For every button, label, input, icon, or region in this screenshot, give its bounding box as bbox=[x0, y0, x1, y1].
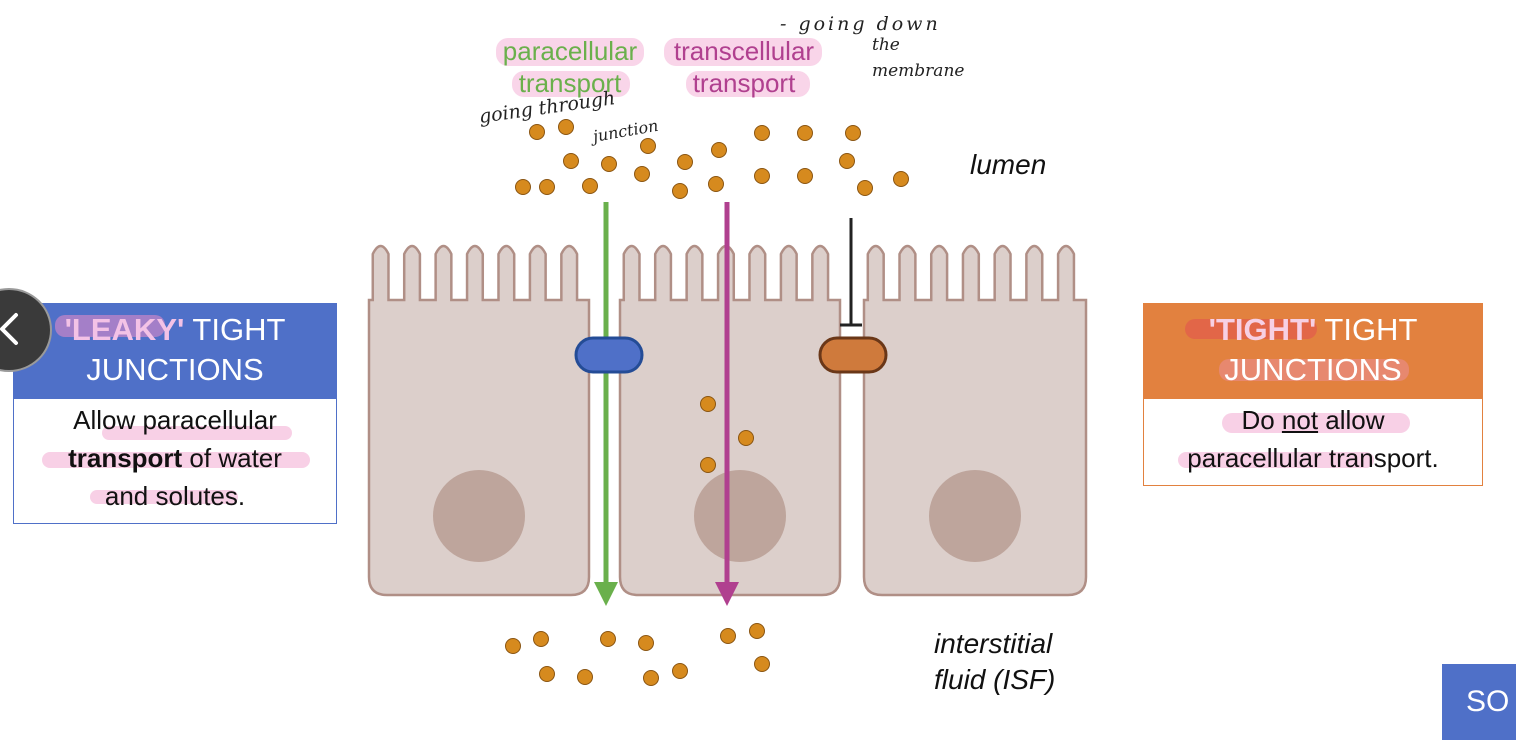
transcellular-handwritten-note-line1: - going down bbox=[780, 13, 941, 35]
solute-particle bbox=[708, 176, 724, 192]
leaky-card-title-quoted: 'LEAKY' bbox=[64, 312, 185, 347]
paracellular-label-line1: paracellular bbox=[503, 36, 638, 66]
cell-membrane bbox=[367, 244, 591, 597]
solute-particle bbox=[558, 119, 574, 135]
tight-card-body: Do not allow paracellular transport. bbox=[1143, 399, 1483, 486]
chevron-left-icon bbox=[0, 313, 18, 345]
tight-card-body-allow: allow bbox=[1318, 405, 1385, 435]
solute-particle bbox=[529, 124, 545, 140]
solute-particle bbox=[643, 670, 659, 686]
solute-particle bbox=[677, 154, 693, 170]
leaky-card-title-rest: TIGHT bbox=[184, 312, 286, 347]
solute-particle bbox=[533, 631, 549, 647]
leaky-card-body: Allow paracellular transport of water an… bbox=[13, 399, 337, 524]
epithelial-cell bbox=[618, 244, 842, 597]
solute-particle bbox=[754, 125, 770, 141]
so-button[interactable]: SO bbox=[1442, 664, 1516, 740]
transcellular-label-line2: transport bbox=[693, 68, 796, 98]
solute-particle bbox=[797, 168, 813, 184]
paracellular-label-line2: transport bbox=[519, 68, 622, 98]
transcellular-label-line1: transcellular bbox=[674, 36, 815, 66]
cell-nucleus bbox=[694, 470, 786, 562]
so-button-label: SO bbox=[1466, 685, 1510, 718]
solute-particle bbox=[505, 638, 521, 654]
solute-particle bbox=[797, 125, 813, 141]
epithelial-cell bbox=[862, 244, 1088, 597]
solute-particle bbox=[539, 179, 555, 195]
solute-particle bbox=[563, 153, 579, 169]
cell-nucleus bbox=[929, 470, 1021, 562]
solute-particle bbox=[749, 623, 765, 639]
leaky-card-body-line3: and solutes. bbox=[104, 481, 246, 511]
solute-particle bbox=[634, 166, 650, 182]
leaky-card-body-paracellular: paracellular bbox=[142, 405, 277, 435]
solute-particle bbox=[839, 153, 855, 169]
solute-particle bbox=[700, 457, 716, 473]
solute-particle bbox=[539, 666, 555, 682]
epithelial-cells bbox=[367, 244, 1088, 597]
solute-particle bbox=[638, 635, 654, 651]
cell-membrane bbox=[862, 244, 1088, 597]
solute-particle bbox=[711, 142, 727, 158]
solute-particle bbox=[857, 180, 873, 196]
solute-particle bbox=[640, 138, 656, 154]
leaky-card-body-allow: Allow bbox=[73, 405, 143, 435]
solute-particle bbox=[720, 628, 736, 644]
isf-label-line2: fluid (ISF) bbox=[934, 664, 1055, 695]
leaky-card-title-line2: JUNCTIONS bbox=[86, 352, 264, 387]
solute-particle bbox=[754, 656, 770, 672]
solute-particle bbox=[600, 631, 616, 647]
tight-card-title-line2: JUNCTIONS bbox=[1224, 352, 1402, 387]
solute-particle bbox=[672, 663, 688, 679]
paracellular-arrow bbox=[594, 202, 618, 606]
solute-particle bbox=[893, 171, 909, 187]
blocked-transport-marker bbox=[840, 218, 862, 327]
leaky-tight-junctions-card: 'LEAKY' TIGHT JUNCTIONS Allow paracellul… bbox=[13, 303, 337, 525]
solute-particle bbox=[601, 156, 617, 172]
solute-particles bbox=[505, 119, 909, 686]
tight-tight-junctions-card: 'TIGHT' TIGHT JUNCTIONS Do not allow par… bbox=[1143, 303, 1483, 487]
tight-card-title-quoted: 'TIGHT' bbox=[1208, 312, 1317, 347]
solute-particle bbox=[738, 430, 754, 446]
leaky-tight-junction bbox=[574, 336, 644, 374]
solute-particle bbox=[577, 669, 593, 685]
lumen-label: lumen bbox=[970, 149, 1046, 180]
transcellular-handwritten-note-line3: membrane bbox=[872, 61, 964, 81]
cell-nucleus bbox=[433, 470, 525, 562]
tight-card-body-not: not bbox=[1281, 405, 1319, 435]
tight-tight-junction bbox=[818, 336, 888, 374]
tight-card-header: 'TIGHT' TIGHT JUNCTIONS bbox=[1143, 303, 1483, 399]
solute-particle bbox=[582, 178, 598, 194]
tight-card-body-do: Do bbox=[1241, 405, 1282, 435]
transcellular-handwritten-note-line2: the bbox=[872, 35, 900, 55]
solute-particle bbox=[515, 179, 531, 195]
epithelial-cell bbox=[367, 244, 591, 597]
leaky-card-body-of-water: of water bbox=[182, 443, 282, 473]
transcellular-arrow bbox=[715, 202, 739, 606]
solute-particle bbox=[754, 168, 770, 184]
leaky-card-header: 'LEAKY' TIGHT JUNCTIONS bbox=[13, 303, 337, 399]
solute-particle bbox=[700, 396, 716, 412]
tight-card-body-line2: paracellular transport. bbox=[1187, 443, 1439, 473]
isf-label-line1: interstitial bbox=[934, 628, 1053, 659]
leaky-card-body-transport: transport bbox=[68, 443, 183, 473]
solute-particle bbox=[672, 183, 688, 199]
tight-card-title-rest: TIGHT bbox=[1316, 312, 1418, 347]
solute-particle bbox=[845, 125, 861, 141]
